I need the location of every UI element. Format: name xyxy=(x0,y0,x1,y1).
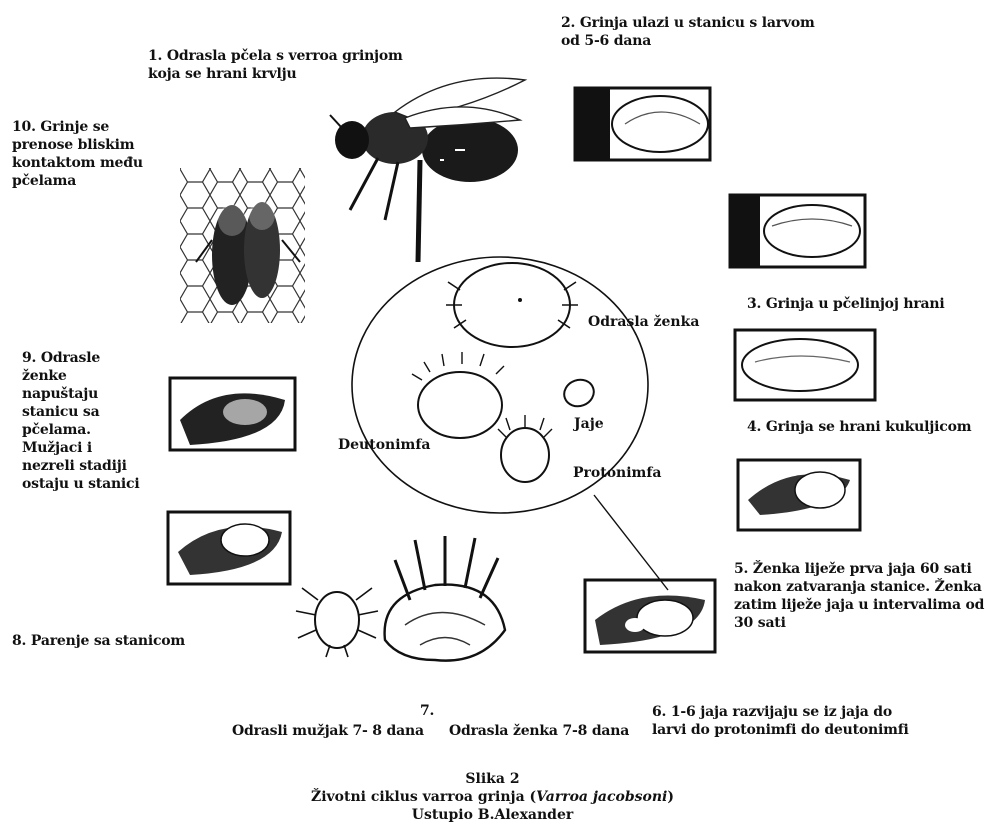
figure-caption: Slika 2 Životni ciklus varroa grinja (Va… xyxy=(0,770,985,824)
step4-label: 4. Grinja se hrani kukuljicom xyxy=(747,418,971,436)
caption-credit: Ustupio B.Alexander xyxy=(0,806,985,824)
cell-pupa-step4-illustration xyxy=(738,460,860,530)
step10-label: 10. Grinje se prenose bliskim kontaktom … xyxy=(12,118,143,190)
step3-label: 3. Grinja u pčelinjoj hrani xyxy=(747,295,944,313)
cell-larva-capped-illustration xyxy=(730,195,865,267)
caption-title: Životni ciklus varroa grinja (Varroa jac… xyxy=(0,788,985,806)
step7-male-label: Odrasli mužjak 7- 8 dana xyxy=(232,722,424,740)
cell-larva-step2-illustration xyxy=(575,88,710,160)
step5-label: 5. Ženka liježe prva jaja 60 sati nakon … xyxy=(734,560,984,632)
adult-male-mite-illustration xyxy=(296,588,378,657)
step8-label: 8. Parenje sa stanicom xyxy=(12,632,185,650)
caption-figure-number: Slika 2 xyxy=(0,770,985,788)
step6-label: 6. 1-6 jaja razvijaju se iz jaja do larv… xyxy=(652,703,909,739)
deutonymph-stage-label: Deutonimfa xyxy=(338,437,430,453)
developmental-stages-circle xyxy=(352,257,668,590)
step7-number: 7. xyxy=(420,702,434,720)
cell-eggs-step5-illustration xyxy=(585,580,715,652)
protonymph-stage-label: Protonimfa xyxy=(573,465,661,481)
cell-emerging-bee-illustration xyxy=(170,378,295,450)
step9-label: 9. Odrasle ženke napuštaju stanicu sa pč… xyxy=(22,349,140,493)
step1-label: 1. Odrasla pčela s verroa grinjom koja s… xyxy=(148,47,403,83)
honeycomb-with-bees-illustration xyxy=(180,168,305,323)
adult-bee-illustration xyxy=(330,78,525,262)
step7-female-label: Odrasla ženka 7-8 dana xyxy=(449,722,629,740)
egg-stage-label: Jaje xyxy=(574,416,604,432)
adult-female-stage-label: Odrasla ženka xyxy=(588,314,699,330)
step2-label: 2. Grinja ulazi u stanicu s larvom od 5-… xyxy=(561,14,815,50)
cell-larva-step3-illustration xyxy=(735,330,875,400)
adult-female-mite-illustration xyxy=(385,536,505,661)
cell-pupa-left-illustration xyxy=(168,512,290,584)
